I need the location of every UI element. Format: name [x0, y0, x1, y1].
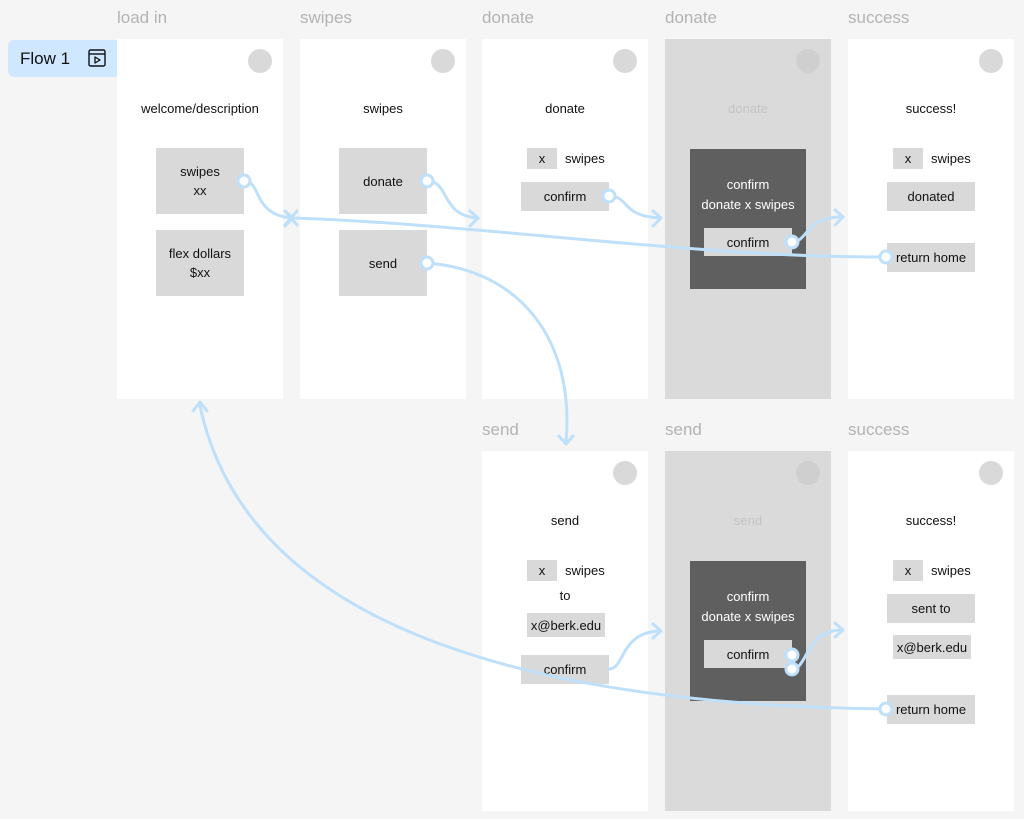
sent-to-status: sent to: [887, 594, 975, 623]
recipient-email: x@berk.edu: [893, 635, 971, 659]
send-button[interactable]: send: [339, 230, 427, 296]
confirm-modal: confirm donate x swipes confirm: [690, 149, 806, 289]
quantity-unit: swipes: [565, 563, 605, 578]
arrow-head: [191, 400, 209, 413]
frame-label-swipes: swipes: [300, 8, 352, 27]
avatar: [431, 49, 455, 73]
frame-send-success[interactable]: success! x swipes sent to x@berk.edu ret…: [848, 451, 1014, 811]
modal-confirm-button[interactable]: confirm: [704, 640, 792, 668]
flex-dollars-card[interactable]: flex dollars $xx: [156, 230, 244, 296]
arrow-head: [651, 209, 663, 228]
frame-label-donate-success: success: [848, 8, 910, 27]
recipient-email-input[interactable]: x@berk.edu: [527, 613, 605, 637]
frame-label-donate-confirm: donate: [665, 8, 717, 27]
quantity-unit: swipes: [931, 563, 971, 578]
flow-label: Flow 1: [20, 48, 71, 68]
avatar: [979, 461, 1003, 485]
avatar: [613, 461, 637, 485]
quantity-display: x: [893, 560, 923, 581]
flex-dollars-amount: $xx: [189, 265, 211, 280]
frame-donate-confirm[interactable]: donate confirm donate x swipes confirm: [665, 39, 831, 399]
play-frame-icon[interactable]: [88, 49, 106, 67]
frame-send[interactable]: send x swipes to x@berk.edu confirm: [482, 451, 648, 811]
frame-send-confirm[interactable]: send confirm donate x swipes confirm: [665, 451, 831, 811]
arrow-head: [833, 208, 845, 227]
quantity-input[interactable]: x: [527, 560, 557, 581]
quantity-display: x: [893, 148, 923, 169]
frame-donate[interactable]: donate x swipes confirm: [482, 39, 648, 399]
frame-label-load-in: load in: [117, 8, 168, 27]
swipes-balance-button[interactable]: swipes xx: [156, 148, 244, 214]
swipes-count: xx: [193, 183, 207, 198]
page-title: swipes: [363, 101, 403, 116]
modal-message: donate x swipes: [701, 609, 795, 624]
arrow-head: [468, 209, 480, 228]
frame-donate-success[interactable]: success! x swipes donated return home: [848, 39, 1014, 399]
avatar: [796, 49, 820, 73]
confirm-button[interactable]: confirm: [521, 182, 609, 211]
confirm-button[interactable]: confirm: [521, 655, 609, 684]
frame-load-in[interactable]: welcome/description swipes xx flex dolla…: [117, 39, 283, 399]
modal-heading: confirm: [726, 589, 770, 604]
to-label: to: [559, 588, 571, 603]
frame-label-send-confirm: send: [665, 420, 702, 439]
page-title: success!: [905, 513, 957, 528]
donated-status: donated: [887, 182, 975, 211]
modal-message: donate x swipes: [701, 197, 795, 212]
confirm-modal: confirm donate x swipes confirm: [690, 561, 806, 701]
page-title: welcome/description: [141, 101, 259, 116]
modal-heading: confirm: [726, 177, 770, 192]
avatar: [248, 49, 272, 73]
avatar: [613, 49, 637, 73]
arrow-head: [833, 621, 845, 639]
page-title: send: [733, 513, 763, 528]
return-home-button[interactable]: return home: [887, 695, 975, 724]
frame-label-donate: donate: [482, 8, 534, 27]
frame-label-send: send: [482, 420, 519, 439]
page-title: donate: [728, 101, 768, 116]
avatar: [796, 461, 820, 485]
quantity-unit: swipes: [931, 151, 971, 166]
flex-dollars-label: flex dollars: [168, 246, 232, 261]
arrow-head: [283, 209, 295, 228]
modal-confirm-button[interactable]: confirm: [704, 228, 792, 256]
frame-swipes[interactable]: swipes donate send: [300, 39, 466, 399]
return-home-button[interactable]: return home: [887, 243, 975, 272]
donate-button[interactable]: donate: [339, 148, 427, 214]
arrow-head: [651, 622, 663, 640]
quantity-input[interactable]: x: [527, 148, 557, 169]
swipes-label: swipes: [180, 164, 220, 179]
frame-label-send-success: success: [848, 420, 910, 439]
quantity-unit: swipes: [565, 151, 605, 166]
arrow-head: [557, 434, 575, 446]
page-title: send: [550, 513, 580, 528]
page-title: donate: [545, 101, 585, 116]
cross-mark: [283, 209, 299, 227]
page-title: success!: [905, 101, 957, 116]
flow-1-tab[interactable]: Flow 1: [8, 40, 117, 77]
avatar: [979, 49, 1003, 73]
